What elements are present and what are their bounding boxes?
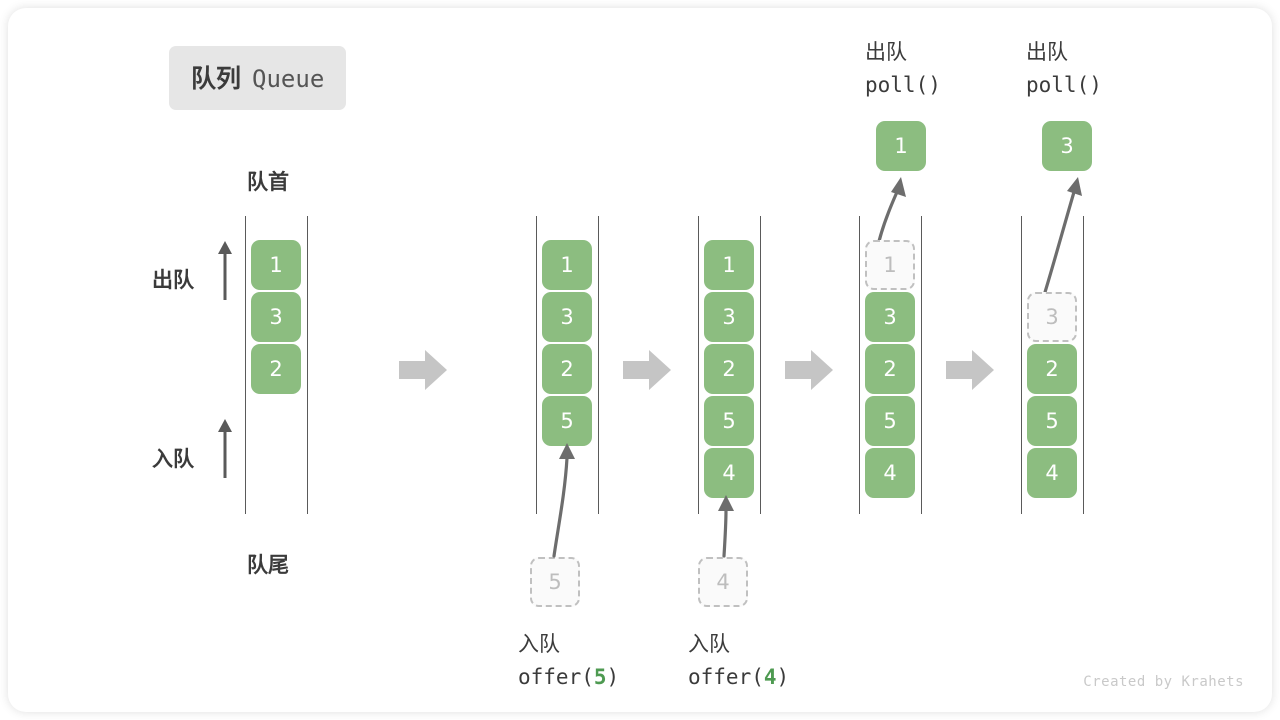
queue-element: 2 (251, 344, 301, 394)
operation-code: offer(4) (688, 664, 790, 689)
queue-element: 2 (865, 344, 915, 394)
dequeue-motion-arrow-icon (1040, 177, 1082, 304)
operation-cn: 出队 (1026, 40, 1068, 64)
enqueue-direction-label: 入队 (152, 447, 194, 471)
queue-element: 4 (865, 448, 915, 498)
operation-label-poll-1: 出队 poll() (865, 36, 941, 101)
enqueue-direction-arrow-icon (218, 419, 232, 478)
popped-element: 3 (1042, 121, 1092, 171)
queue-element-new: 4 (704, 448, 754, 498)
queue-element: 3 (704, 292, 754, 342)
title-en: Queue (252, 65, 325, 93)
queue-element: 2 (542, 344, 592, 394)
queue-element: 1 (542, 240, 592, 290)
queue-rail-right (921, 216, 922, 514)
popped-element: 1 (876, 121, 926, 171)
operation-label-offer-5: 入队 offer(5) (518, 628, 619, 693)
queue-rail-left (536, 216, 537, 514)
queue-element: 5 (865, 396, 915, 446)
operation-label-poll-3: 出队 poll() (1026, 36, 1102, 101)
enqueue-motion-arrow-icon (718, 495, 734, 558)
queue-rail-left (698, 216, 699, 514)
dequeue-direction-arrow-icon (218, 241, 232, 300)
credit-text: Created by Krahets (1083, 674, 1244, 690)
operation-cn: 入队 (518, 632, 560, 656)
transition-arrow-icon (623, 350, 671, 390)
operation-label-offer-4: 入队 offer(4) (688, 628, 789, 693)
transition-arrow-icon (785, 350, 833, 390)
queue-element: 1 (251, 240, 301, 290)
operation-cn: 出队 (865, 40, 907, 64)
queue-rail-left (245, 216, 246, 514)
operation-cn: 入队 (688, 632, 730, 656)
queue-element: 5 (704, 396, 754, 446)
transition-arrow-icon (399, 350, 447, 390)
dequeue-direction-label: 出队 (152, 268, 194, 292)
queue-tail-label: 队尾 (247, 553, 289, 577)
queue-element-new: 5 (542, 396, 592, 446)
queue-element: 3 (865, 292, 915, 342)
operation-code: poll() (1026, 72, 1102, 97)
queue-rail-right (1083, 216, 1084, 514)
ghost-element: 3 (1027, 292, 1077, 342)
queue-element: 4 (1027, 448, 1077, 498)
enqueue-motion-arrow-icon (552, 443, 575, 558)
ghost-element: 1 (865, 240, 915, 290)
queue-rail-left (1021, 216, 1022, 514)
queue-rail-right (598, 216, 599, 514)
transition-arrow-icon (946, 350, 994, 390)
queue-element: 3 (542, 292, 592, 342)
queue-rail-left (859, 216, 860, 514)
ghost-element: 4 (698, 557, 748, 607)
ghost-element: 5 (530, 557, 580, 607)
queue-element: 3 (251, 292, 301, 342)
queue-element: 5 (1027, 396, 1077, 446)
queue-rail-right (307, 216, 308, 514)
operation-code: offer(5) (518, 664, 620, 689)
operation-code: poll() (865, 72, 941, 97)
queue-element: 1 (704, 240, 754, 290)
diagram-card: 队列 Queue 队首 队尾 出队 入队 1 3 2 1 3 2 5 5 (8, 8, 1272, 712)
queue-rail-right (760, 216, 761, 514)
queue-head-label: 队首 (247, 170, 289, 194)
queue-element: 2 (1027, 344, 1077, 394)
title-cn: 队列 (191, 64, 242, 93)
queue-element: 2 (704, 344, 754, 394)
title-badge: 队列 Queue (169, 46, 347, 110)
